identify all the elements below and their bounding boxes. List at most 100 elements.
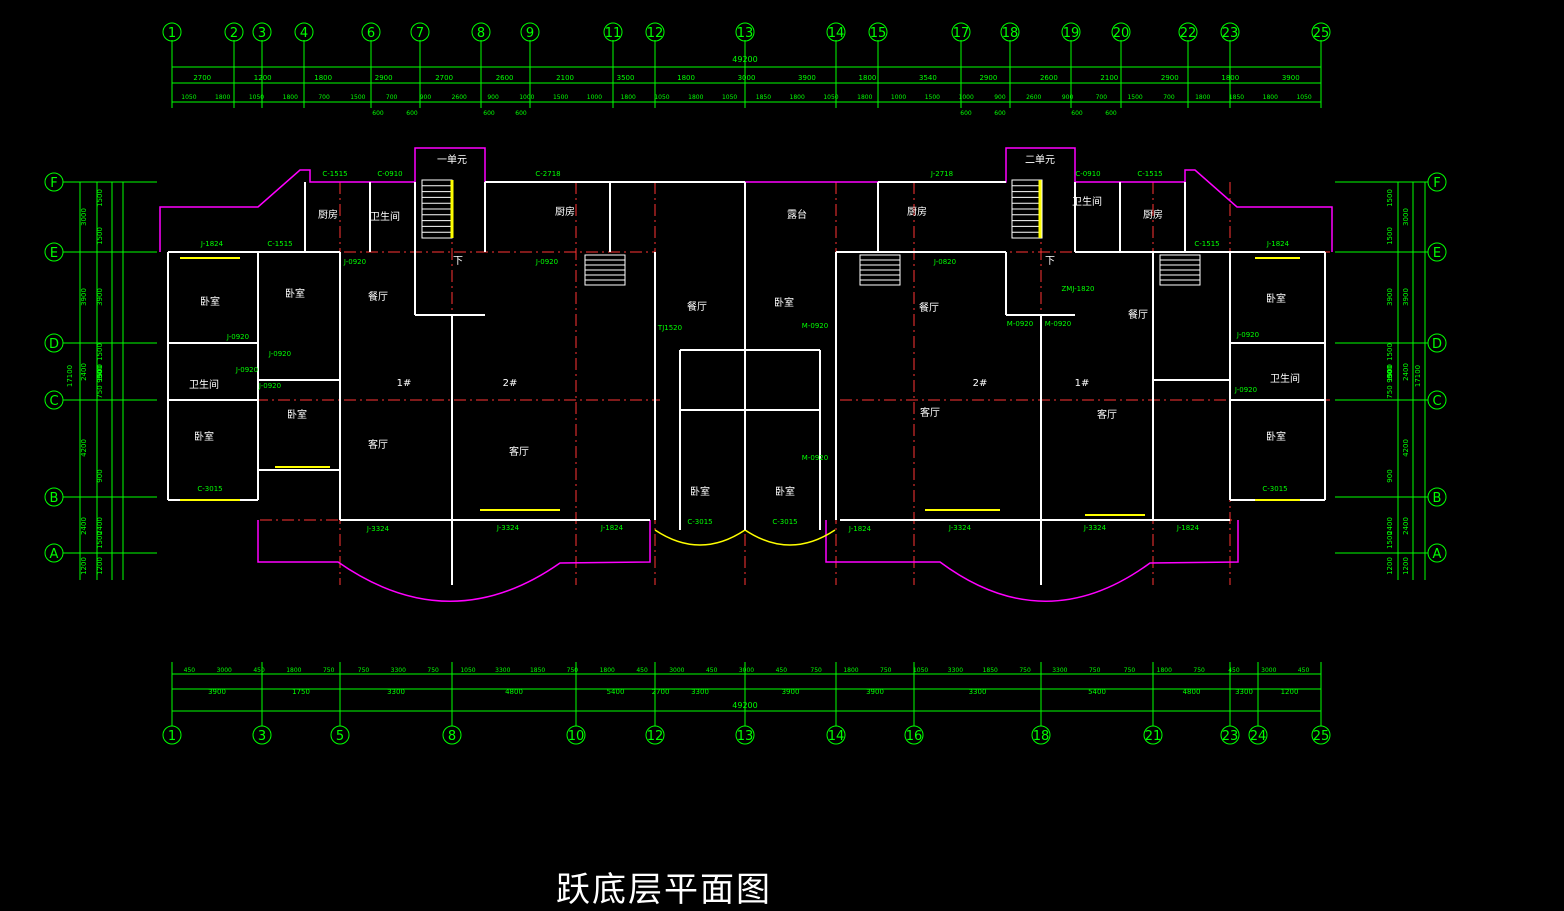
- top-axis-bubble-4-circle: [294, 22, 314, 42]
- room-label: 餐厅: [368, 290, 388, 303]
- bottom-dim-1: 450: [776, 667, 788, 674]
- top-dim-1: 2700: [435, 74, 453, 82]
- window-door-tag: C-3015: [687, 518, 712, 526]
- bottom-dim-2: 1750: [292, 688, 310, 696]
- bottom-axis-bubble-18-label: 18: [1033, 729, 1050, 744]
- window-door-tag: C-1515: [1194, 240, 1219, 248]
- bottom-dim-1: 3000: [739, 667, 754, 674]
- top-dim-2: 1050: [654, 94, 669, 101]
- left-dim-b: 2400: [80, 363, 88, 381]
- window-door-tag: C-1515: [322, 170, 347, 178]
- top-dim-1: 1200: [254, 74, 272, 82]
- window-door-tag: J-3324: [366, 525, 390, 533]
- left-dim-a: 900: [96, 365, 104, 378]
- top-dim-2: 1500: [553, 94, 568, 101]
- window-door-tag: M-0920: [1045, 320, 1071, 328]
- top-axis-bubble-19-circle: [1061, 22, 1081, 42]
- top-axis-bubble-2-circle: [224, 22, 244, 42]
- bottom-axis-bubble-23-label: 23: [1222, 729, 1239, 744]
- bottom-dim-1: 3000: [1261, 667, 1276, 674]
- top-dim-2: 1050: [181, 94, 196, 101]
- right-dim-a: 1200: [1386, 557, 1394, 575]
- right-axis-bubble-F-label: F: [1433, 176, 1440, 191]
- room-label: 客厅: [509, 445, 529, 458]
- room-label: 卧室: [200, 295, 220, 308]
- window-door-tag: J-1824: [848, 525, 872, 533]
- top-axis-bubble-3-circle: [252, 22, 272, 42]
- room-label: 卧室: [287, 408, 307, 421]
- room-label: 厨房: [555, 205, 575, 218]
- bottom-axis-bubble-18-circle: [1031, 725, 1051, 745]
- top-axis-bubble-3-label: 3: [258, 26, 266, 41]
- bottom-dim-1: 450: [706, 667, 718, 674]
- top-dim-1: 3500: [617, 74, 635, 82]
- left-axis-bubble-A-label: A: [50, 547, 59, 562]
- top-dim-2: 1000: [587, 94, 602, 101]
- bottom-axis-bubble-24-circle: [1248, 725, 1268, 745]
- top-axis-bubble-11-circle: [603, 22, 623, 42]
- bottom-axis-bubble-10-circle: [566, 725, 586, 745]
- window-door-tag: J-3324: [1083, 524, 1107, 532]
- top-dim-3: 600: [1071, 110, 1083, 117]
- bottom-axis-bubble-5-label: 5: [336, 729, 344, 744]
- top-dim-1: 2900: [979, 74, 997, 82]
- top-axis-bubble-23-circle: [1220, 22, 1240, 42]
- room-label: 2#: [973, 378, 988, 389]
- room-label: 1#: [1075, 378, 1090, 389]
- window-door-tag: M-0920: [802, 454, 828, 462]
- bottom-dim-2: 3300: [969, 688, 987, 696]
- top-dim-2: 700: [1096, 94, 1108, 101]
- window-door-tag: J-0920: [343, 258, 366, 266]
- top-dim-2: 1800: [688, 94, 703, 101]
- left-dim-a: 1500: [96, 189, 104, 207]
- top-axis-bubble-22-label: 22: [1180, 26, 1197, 41]
- bottom-axis-bubble-21-label: 21: [1145, 729, 1162, 744]
- top-dim-2: 1800: [790, 94, 805, 101]
- right-dim-a: 2400: [1386, 517, 1394, 535]
- bottom-axis-bubble-1-label: 1: [168, 729, 176, 744]
- top-dim-2: 1000: [519, 94, 534, 101]
- top-dim-2: 1500: [925, 94, 940, 101]
- window-door-tag: J-2718: [930, 170, 953, 178]
- room-label: 卫生间: [189, 378, 219, 391]
- top-dim-3: 600: [960, 110, 972, 117]
- bottom-axis-bubble-5-circle: [330, 725, 350, 745]
- top-dim-2: 1500: [1127, 94, 1142, 101]
- top-axis-bubble-8-circle: [471, 22, 491, 42]
- bottom-axis-bubble-8-label: 8: [448, 729, 456, 744]
- window-door-tag: J-0920: [235, 366, 258, 374]
- top-dim-1: 3000: [738, 74, 756, 82]
- bottom-dim-1: 1800: [286, 667, 301, 674]
- top-dim-2: 1800: [1195, 94, 1210, 101]
- room-label: 1#: [397, 378, 412, 389]
- top-axis-bubble-13-circle: [735, 22, 755, 42]
- top-axis-bubble-23-label: 23: [1222, 26, 1239, 41]
- top-axis-bubble-14-label: 14: [828, 26, 845, 41]
- top-axis-bubble-15-circle: [868, 22, 888, 42]
- right-dim-b: 4200: [1402, 439, 1410, 457]
- top-dim-3: 600: [406, 110, 418, 117]
- right-total-dim: 17100: [1414, 365, 1422, 387]
- top-axis-bubble-2-label: 2: [230, 26, 238, 41]
- bottom-dim-2: 5400: [1088, 688, 1106, 696]
- bottom-dim-2: 4800: [505, 688, 523, 696]
- top-dim-2: 1050: [823, 94, 838, 101]
- bottom-axis-bubble-14-circle: [826, 725, 846, 745]
- bottom-dim-1: 1850: [983, 667, 998, 674]
- top-axis-bubble-17-label: 17: [953, 26, 970, 41]
- bottom-dim-2: 4800: [1183, 688, 1201, 696]
- left-dim-a: 3900: [96, 288, 104, 306]
- top-dim-2: 1800: [857, 94, 872, 101]
- top-axis-bubble-20-circle: [1111, 22, 1131, 42]
- top-dim-2: 900: [994, 94, 1006, 101]
- top-axis-bubble-18-label: 18: [1002, 26, 1019, 41]
- window-door-tag: J-3324: [496, 524, 520, 532]
- room-label: 卫生间: [370, 210, 400, 223]
- room-label: 卧室: [1266, 430, 1286, 443]
- room-label: 卫生间: [1072, 195, 1102, 208]
- bottom-axis-bubble-13-circle: [735, 725, 755, 745]
- bottom-axis-bubble-16-label: 16: [906, 729, 923, 744]
- top-axis-bubble-7-label: 7: [416, 26, 424, 41]
- top-dim-2: 900: [420, 94, 432, 101]
- room-label: 餐厅: [919, 301, 939, 314]
